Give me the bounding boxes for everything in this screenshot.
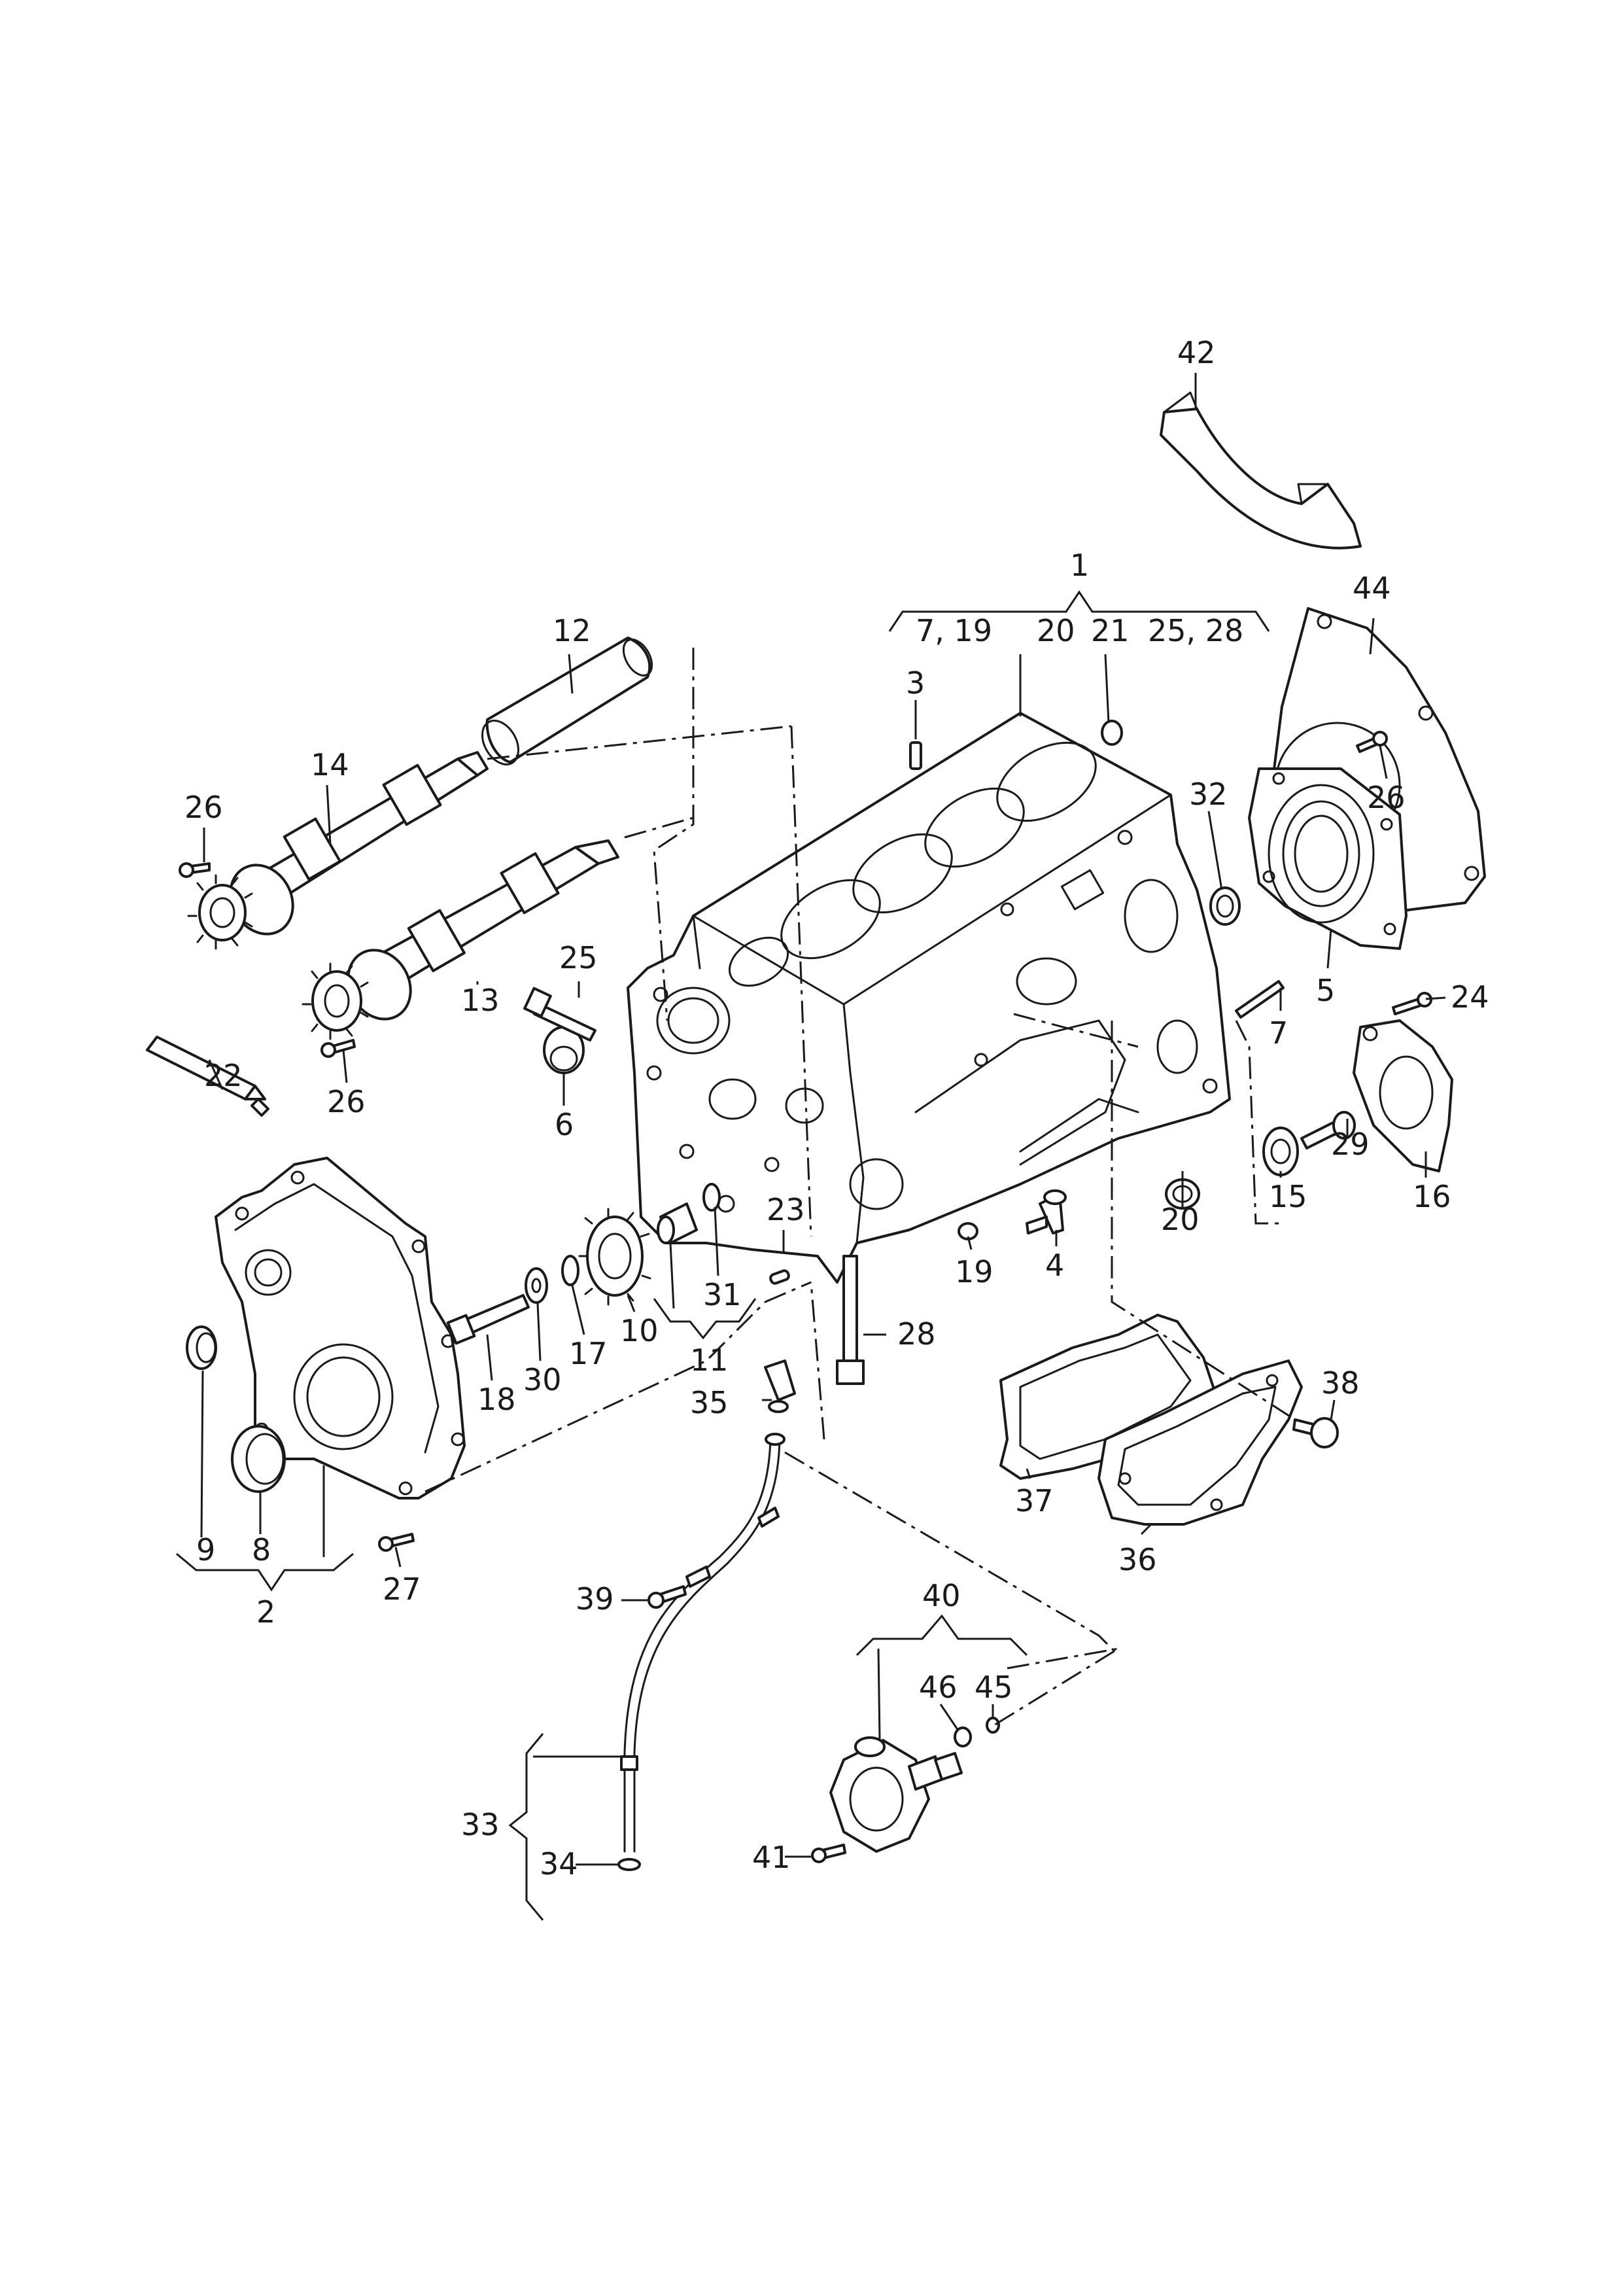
callout-7-19: 7, 19 [916,613,992,648]
part-4-sensor [1026,1189,1067,1235]
callout-4: 4 [1045,1248,1064,1283]
callout-labels: 1 7, 19 20 21 25, 28 42 44 3 26 32 5 7 2… [184,335,1489,1882]
callout-44: 44 [1353,570,1391,606]
callout-22: 22 [204,1058,243,1093]
callout-1: 1 [1070,548,1089,583]
part-5-seal-flange [1248,767,1408,950]
part-36-oil-pan [1097,1359,1303,1526]
callout-3: 3 [906,665,925,701]
part-13-balance-shaft [302,839,619,1040]
callout-26-right: 26 [1367,780,1406,815]
part-40-valve [829,1736,963,1853]
part-35-dipstick-handle [764,1359,796,1413]
callout-32: 32 [1189,777,1228,812]
callout-10: 10 [620,1313,659,1348]
part-28-bolt [836,1255,865,1385]
callout-23: 23 [767,1192,805,1227]
callout-34: 34 [540,1846,578,1882]
callout-2: 2 [256,1594,275,1630]
callout-30: 30 [523,1362,562,1397]
part-32-plug [1209,886,1241,926]
part-29-bolt [1300,1111,1356,1149]
part-8-seal [231,1425,286,1493]
part-7-pin [1235,980,1285,1019]
part-30-washer [525,1267,548,1304]
callout-29: 29 [1331,1127,1370,1162]
part-25-bolt [523,987,596,1042]
part-27-screw [378,1533,415,1552]
leader-lines [176,373,1446,1921]
callout-5: 5 [1316,973,1335,1008]
part-42-bearing-shell [1160,391,1362,550]
callout-12: 12 [553,613,591,648]
part-2-timing-cover [215,1157,466,1499]
callout-42: 42 [1177,335,1216,370]
part-41-screw [811,1844,846,1863]
callout-24: 24 [1451,979,1489,1015]
callout-6: 6 [555,1107,574,1142]
callout-39: 39 [576,1581,614,1617]
callout-15: 15 [1269,1179,1307,1214]
part-12-sleeve [481,637,653,765]
callout-35: 35 [690,1385,729,1420]
callout-46: 46 [919,1670,958,1705]
part-45-o-ring [986,1717,1000,1734]
callout-40: 40 [922,1578,961,1613]
part-11-bushing [657,1183,721,1244]
callout-8: 8 [252,1532,271,1568]
part-46-o-ring [954,1726,972,1747]
part-3-dowel [909,741,922,770]
part-10-gear [578,1208,651,1306]
callout-9: 9 [196,1532,215,1568]
callout-41: 41 [752,1840,791,1875]
part-14-balance-shaft [187,751,489,950]
part-22-sealant-tube [146,1036,269,1117]
callout-27: 27 [383,1571,421,1607]
callout-25: 25 [559,940,598,975]
callout-45: 45 [975,1670,1013,1705]
part-21-plug [1101,720,1123,746]
callout-19: 19 [955,1254,993,1289]
callout-7: 7 [1269,1015,1288,1051]
part-33-dipstick-tube [620,1433,786,1853]
part-26-screw-a [179,862,211,878]
callout-20-top: 20 [1037,613,1075,648]
part-23-pin [769,1269,790,1285]
callout-14: 14 [311,747,349,782]
callout-25-28: 25, 28 [1148,613,1243,648]
callout-37: 37 [1015,1483,1054,1518]
callout-31: 31 [703,1277,742,1312]
callout-28: 28 [897,1316,936,1352]
callout-20-lower: 20 [1161,1202,1200,1237]
callout-17: 17 [569,1336,608,1371]
callout-36: 36 [1118,1542,1157,1577]
assembly-lines [424,648,1296,1726]
part-15-gear [1262,1127,1299,1176]
part-16-cover [1353,1019,1453,1172]
callout-18: 18 [477,1382,516,1417]
callout-21: 21 [1091,613,1130,648]
callout-11: 11 [690,1342,729,1378]
part-9-seal [186,1325,217,1370]
callout-26-mid-left: 26 [327,1084,366,1119]
part-39-bolt [648,1585,687,1609]
part-38-bolt [1292,1417,1339,1448]
part-24-screw [1392,992,1432,1015]
callout-33: 33 [461,1807,500,1842]
callout-38: 38 [1321,1365,1360,1401]
part-18-bolt [446,1294,530,1345]
part-17-washer [561,1255,579,1286]
callout-13: 13 [461,983,500,1018]
part-34-o-ring [617,1858,641,1871]
part-26-screw-b [320,1039,356,1058]
callout-16: 16 [1413,1179,1451,1214]
callout-26-top-left: 26 [184,790,223,825]
part-26-screw-c [1356,731,1388,753]
